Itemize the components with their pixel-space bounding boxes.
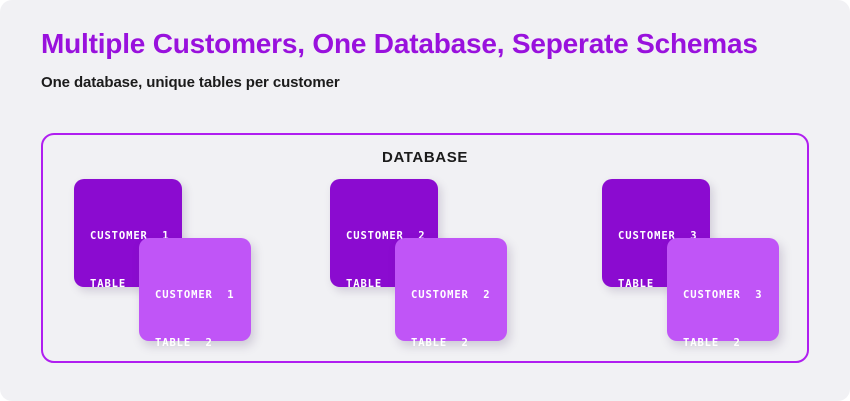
customer-1-table-2-card: CUSTOMER 1 TABLE 2 bbox=[139, 238, 251, 349]
card-customer-label: CUSTOMER 1 bbox=[90, 229, 170, 242]
card-customer-label: CUSTOMER 2 bbox=[411, 288, 491, 301]
customer-group-3: CUSTOMER 3 TABLE 1 CUSTOMER 3 TABLE 2 bbox=[594, 179, 804, 349]
card-table-label: TABLE 2 bbox=[683, 337, 741, 350]
database-container: DATABASE CUSTOMER 1 TABLE 1 CUSTOMER 1 T… bbox=[41, 133, 809, 363]
customer-group-2: CUSTOMER 2 TABLE 1 CUSTOMER 2 TABLE 2 bbox=[322, 179, 532, 349]
card-customer-label: CUSTOMER 3 bbox=[683, 288, 763, 301]
card-table-label: TABLE 2 bbox=[155, 337, 213, 350]
customer-3-table-2-card: CUSTOMER 3 TABLE 2 bbox=[667, 238, 779, 349]
customer-1-table-1-card: CUSTOMER 1 TABLE 1 bbox=[74, 179, 182, 290]
page-title: Multiple Customers, One Database, Sepera… bbox=[41, 28, 758, 59]
card-customer-label: CUSTOMER 2 bbox=[346, 229, 426, 242]
card-customer-label: CUSTOMER 3 bbox=[618, 229, 698, 242]
customer-2-table-2-card: CUSTOMER 2 TABLE 2 bbox=[395, 238, 507, 349]
card-customer-label: CUSTOMER 1 bbox=[155, 288, 235, 301]
card-table-label: TABLE 2 bbox=[411, 337, 469, 350]
database-label: DATABASE bbox=[382, 149, 468, 166]
customer-group-1: CUSTOMER 1 TABLE 1 CUSTOMER 1 TABLE 2 bbox=[66, 179, 276, 349]
header: Multiple Customers, One Database, Sepera… bbox=[41, 28, 801, 92]
page-subtitle: One database, unique tables per customer bbox=[41, 74, 340, 92]
